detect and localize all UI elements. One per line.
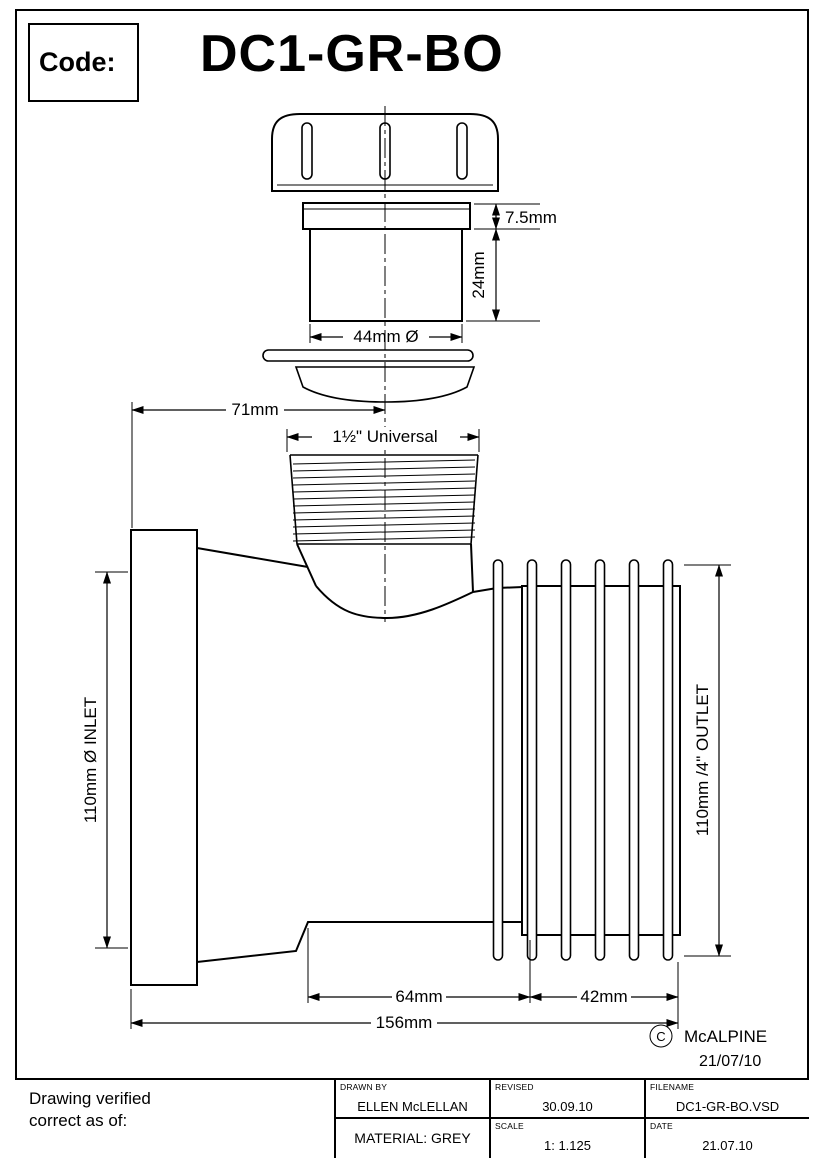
nut-slot bbox=[301, 122, 313, 180]
copyright-note: C McALPINE 21/07/10 bbox=[649, 1024, 767, 1070]
scale-value: 1: 1.125 bbox=[544, 1138, 591, 1153]
revised-column: REVISED 30.09.10 SCALE 1: 1.125 bbox=[489, 1080, 644, 1158]
dim-label-insert-diameter: 44mm Ø bbox=[353, 327, 418, 346]
dimension-fins-42mm: 42mm bbox=[529, 962, 679, 1029]
drawn-by-column: DRAWN BY ELLEN McLELLAN MATERIAL: GREY bbox=[334, 1080, 489, 1158]
date-label: DATE bbox=[650, 1121, 673, 1131]
copyright-circle-icon bbox=[649, 1024, 673, 1048]
dim-label-lip: 7.5mm bbox=[505, 208, 557, 227]
fin bbox=[662, 559, 674, 961]
dimension-total-156mm: 156mm bbox=[130, 989, 679, 1032]
part-code-title: DC1-GR-BO bbox=[200, 25, 504, 83]
revised-value: 30.09.10 bbox=[542, 1099, 593, 1114]
scale-cell: SCALE 1: 1.125 bbox=[491, 1119, 644, 1158]
dim-label-outlet: 110mm /4" OUTLET bbox=[693, 684, 712, 836]
dim-label-inlet: 110mm Ø INLET bbox=[81, 697, 100, 823]
fin bbox=[560, 559, 572, 961]
dim-label-thread: 1½" Universal bbox=[332, 427, 437, 446]
drawn-by-label: DRAWN BY bbox=[340, 1082, 388, 1092]
threaded-spout bbox=[289, 454, 479, 593]
dim-label-body-length: 64mm bbox=[395, 987, 442, 1006]
scale-label: SCALE bbox=[495, 1121, 524, 1131]
dim-label-offset: 71mm bbox=[231, 400, 278, 419]
flat-washer bbox=[262, 349, 474, 362]
drawn-by-value: ELLEN McLELLAN bbox=[357, 1099, 468, 1114]
dimension-inlet-110mm: 110mm Ø INLET bbox=[81, 571, 128, 949]
verified-line1: Drawing verified bbox=[29, 1089, 151, 1108]
fin bbox=[492, 559, 504, 961]
dim-label-insert-height: 24mm bbox=[469, 251, 488, 298]
material-cell: MATERIAL: GREY bbox=[336, 1119, 489, 1158]
code-label: Code: bbox=[39, 47, 116, 77]
filename-value: DC1-GR-BO.VSD bbox=[675, 1099, 780, 1114]
dimension-insert-44mm: 44mm Ø bbox=[309, 324, 463, 346]
material-value: MATERIAL: GREY bbox=[354, 1130, 471, 1146]
dim-label-total-length: 156mm bbox=[376, 1013, 433, 1032]
dimension-body-64mm: 64mm bbox=[307, 928, 531, 1006]
dim-label-fin-length: 42mm bbox=[580, 987, 627, 1006]
date-value: 21.07.10 bbox=[702, 1138, 753, 1153]
outlet-fins bbox=[492, 559, 674, 961]
dimension-outlet-110mm: 110mm /4" OUTLET bbox=[684, 564, 731, 957]
filename-cell: FILENAME DC1-GR-BO.VSD bbox=[646, 1080, 809, 1119]
dimension-insert-24mm: 24mm bbox=[466, 228, 540, 322]
drawn-by-cell: DRAWN BY ELLEN McLELLAN bbox=[336, 1080, 489, 1119]
dimension-lip-7-5mm: 7.5mm bbox=[474, 203, 557, 230]
dimension-offset-71mm: 71mm bbox=[131, 400, 386, 528]
fin bbox=[594, 559, 606, 961]
title-block: Drawing verified correct as of: DRAWN BY… bbox=[15, 1078, 809, 1158]
pipe-insert bbox=[302, 202, 471, 322]
connector-body bbox=[130, 529, 681, 986]
revised-cell: REVISED 30.09.10 bbox=[491, 1080, 644, 1119]
fin bbox=[628, 559, 640, 961]
verified-line2: correct as of: bbox=[29, 1111, 128, 1131]
nut-slot bbox=[456, 122, 468, 180]
code-box: Code: bbox=[28, 23, 139, 102]
filename-column: FILENAME DC1-GR-BO.VSD DATE 21.07.10 bbox=[644, 1080, 809, 1158]
fin bbox=[526, 559, 538, 961]
revised-label: REVISED bbox=[495, 1082, 534, 1092]
verified-cell: Drawing verified correct as of: bbox=[15, 1080, 334, 1158]
copyright-date: 21/07/10 bbox=[699, 1053, 761, 1070]
filename-label: FILENAME bbox=[650, 1082, 695, 1092]
date-cell: DATE 21.07.10 bbox=[646, 1119, 809, 1158]
dimension-thread-universal: 1½" Universal bbox=[286, 427, 480, 452]
brand-name: McALPINE bbox=[684, 1027, 767, 1046]
copyright-symbol: C bbox=[656, 1029, 665, 1044]
inlet-flange bbox=[130, 529, 198, 986]
